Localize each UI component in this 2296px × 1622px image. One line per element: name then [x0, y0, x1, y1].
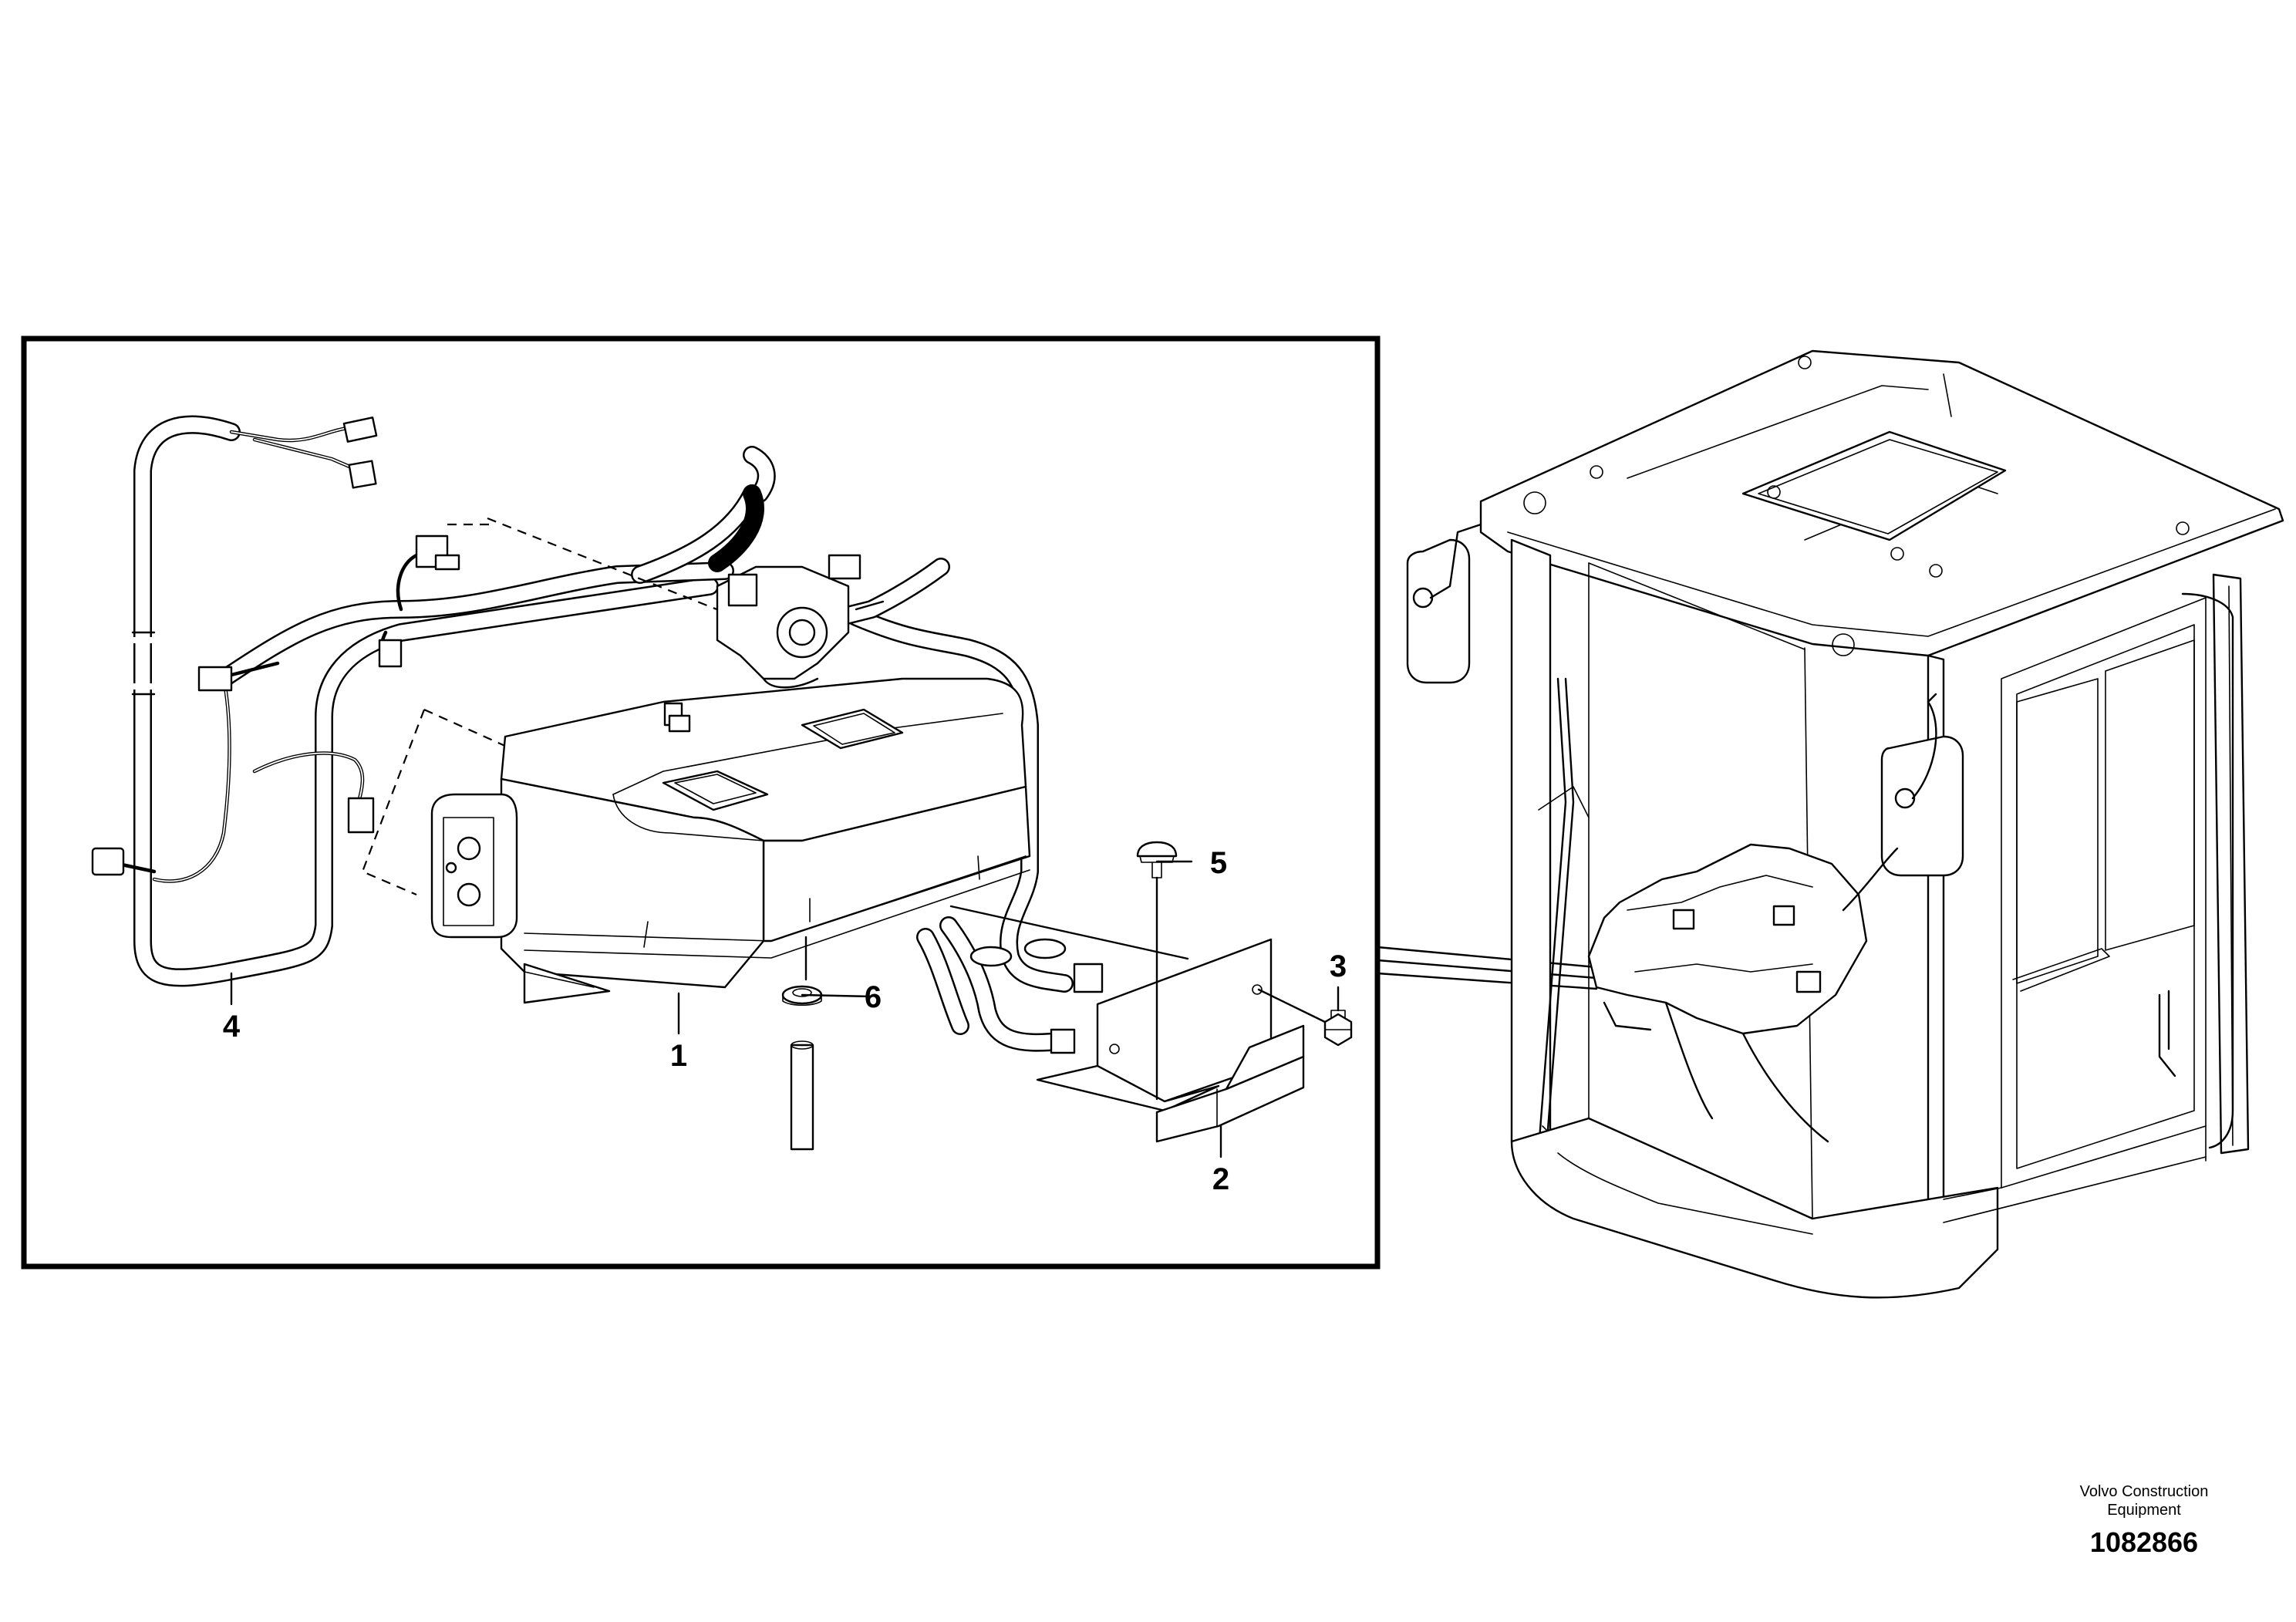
- drain-grommet: [781, 985, 823, 1151]
- footer: Volvo Construction Equipment 1082866: [2080, 1483, 2209, 1558]
- callout-2: 2: [1212, 1162, 1229, 1196]
- document-number: 1082866: [2090, 1526, 2198, 1558]
- bolt: [1323, 1010, 1353, 1047]
- callout-leaders: [230, 860, 1340, 1158]
- detail-frame: [21, 336, 1381, 1270]
- wiring-harness: [91, 415, 776, 987]
- callout-4: 4: [223, 1010, 241, 1044]
- heater-unit: [430, 484, 1104, 1054]
- callout-6: 6: [865, 980, 882, 1014]
- brand-line-1: Volvo Construction: [2080, 1483, 2209, 1500]
- callout-1: 1: [670, 1039, 687, 1073]
- location-pointer: [1376, 946, 1598, 990]
- screw: [1136, 841, 1178, 878]
- brand-line-2: Equipment: [2107, 1502, 2181, 1519]
- callout-3: 3: [1330, 949, 1347, 983]
- callout-labels: 1 2 3 4 5 6: [223, 846, 1347, 1196]
- bracket: [1036, 938, 1305, 1143]
- callout-5: 5: [1210, 846, 1227, 880]
- cab-overview: [1406, 349, 2284, 1299]
